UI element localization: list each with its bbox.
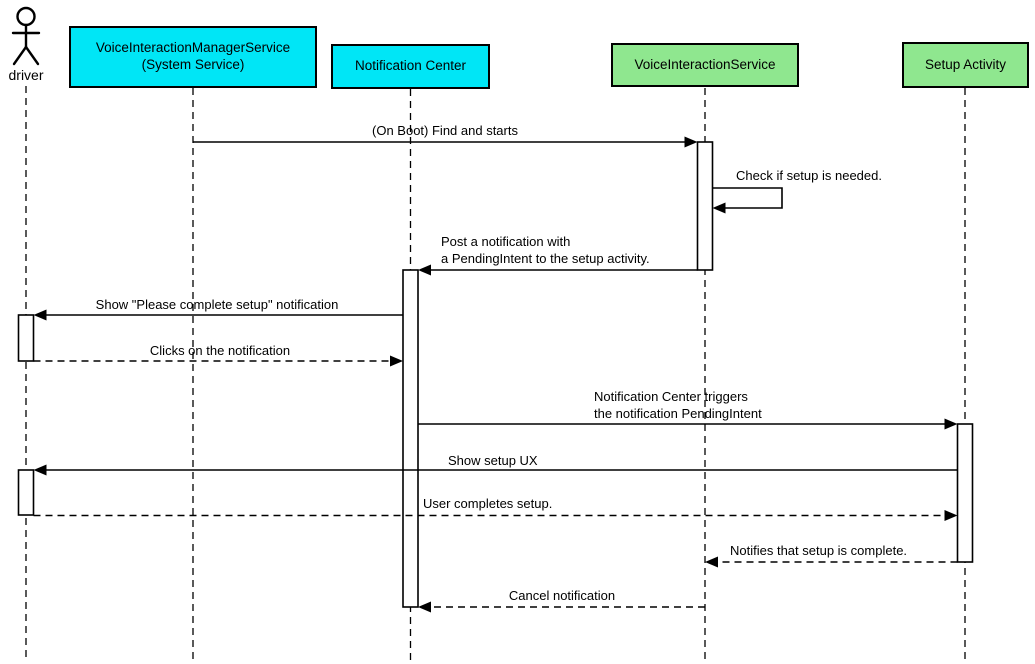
arrowhead-right-icon bbox=[684, 136, 698, 148]
participant-notification-center: Notification Center bbox=[331, 44, 490, 89]
arrowhead-left-icon bbox=[33, 464, 47, 476]
activation-notification-center bbox=[402, 269, 419, 608]
arrowhead-right-icon bbox=[390, 355, 403, 367]
arrowhead-left-icon bbox=[418, 264, 431, 276]
arrowhead-left-icon bbox=[712, 202, 726, 214]
participant-setup-activity: Setup Activity bbox=[902, 42, 1029, 88]
activation-driver-2 bbox=[17, 469, 35, 516]
message-label-clicks-notification: Clicks on the notification bbox=[149, 343, 291, 358]
activation-driver-1 bbox=[17, 314, 35, 362]
message-label-check-if-setup-needed: Check if setup is needed. bbox=[736, 168, 882, 183]
participant-voice-interaction-manager-service: VoiceInteractionManagerService (System S… bbox=[69, 26, 317, 88]
message-label-post-notification: Post a notification with a PendingIntent… bbox=[441, 234, 650, 266]
message-label-notifies-setup-complete: Notifies that setup is complete. bbox=[730, 543, 908, 558]
activation-voice-interaction-service bbox=[696, 141, 714, 271]
message-label-show-setup-notification: Show "Please complete setup" notificatio… bbox=[95, 297, 339, 312]
activation-setup-activity bbox=[956, 423, 974, 563]
message-label-trigger-pendingintent: Notification Center triggers the notific… bbox=[594, 389, 762, 421]
arrowhead-left-icon bbox=[418, 601, 431, 613]
message-label-show-setup-ux: Show setup UX bbox=[448, 453, 538, 468]
arrowhead-left-icon bbox=[33, 309, 47, 321]
arrowhead-right-icon bbox=[944, 418, 958, 430]
arrowhead-left-icon bbox=[705, 556, 718, 568]
actor-driver-icon bbox=[11, 6, 41, 66]
message-label-on-boot-find-and-starts: (On Boot) Find and starts bbox=[372, 123, 518, 138]
arrow-check-if-setup-needed bbox=[712, 187, 783, 209]
participant-voice-interaction-service: VoiceInteractionService bbox=[611, 43, 799, 87]
message-label-cancel-notification: Cancel notification bbox=[508, 588, 616, 603]
actor-driver-label: driver bbox=[8, 67, 44, 83]
arrowhead-right-icon bbox=[944, 510, 958, 521]
message-label-user-completes-setup: User completes setup. bbox=[423, 496, 553, 511]
